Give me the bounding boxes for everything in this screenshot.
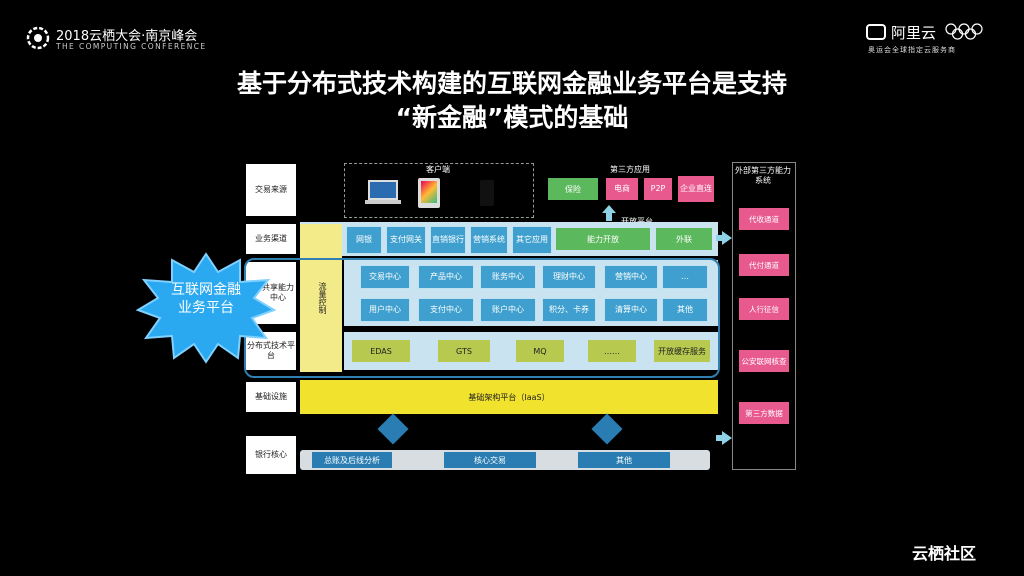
client-label: 客户端 <box>426 165 450 174</box>
channel-ebank[interactable]: 网银 <box>346 226 382 254</box>
brand-tagline: 奥运会全球指定云服务商 <box>868 46 956 54</box>
slide-title-line1: 基于分布式技术构建的互联网金融业务平台是支持 <box>236 69 787 98</box>
arrow-external-stem-2 <box>716 435 722 441</box>
channel-payment-gateway[interactable]: 支付网关 <box>386 226 426 254</box>
center-row1-item-5[interactable]: … <box>662 265 708 289</box>
core-item-trading[interactable]: 核心交易 <box>444 452 536 468</box>
capability-open[interactable]: 能力开放 <box>556 228 650 250</box>
row-label-infra: 基础设施 <box>246 382 296 412</box>
center-row1-item-3[interactable]: 理财中心 <box>542 265 596 289</box>
center-row2-item-4[interactable]: 清算中心 <box>604 298 658 322</box>
third-party-p2p[interactable]: P2P <box>644 178 672 200</box>
tech-more[interactable]: …… <box>588 340 636 362</box>
channel-marketing[interactable]: 营销系统 <box>470 226 508 254</box>
external-credit[interactable]: 人行征信 <box>739 298 789 320</box>
center-row2-item-3[interactable]: 积分、卡券 <box>542 298 596 322</box>
brand-name: 阿里云 <box>891 24 937 42</box>
external-title: 外部第三方能力系统 <box>735 166 791 185</box>
flow-control-label: 流量控制 <box>318 282 327 314</box>
third-party-insurance[interactable]: 保险 <box>548 178 598 200</box>
starburst-text: 互联网金融业务平台 <box>171 282 241 316</box>
olympic-rings-icon <box>944 23 984 45</box>
center-row2-item-5[interactable]: 其他 <box>662 298 708 322</box>
external-police-check[interactable]: 公安联网核查 <box>739 350 789 372</box>
channel-other-apps[interactable]: 其它应用 <box>512 226 552 254</box>
platform-outline <box>244 258 720 378</box>
footer-brand: 云栖社区 <box>912 544 977 563</box>
client-box <box>344 163 534 218</box>
infra-bar: 基础架构平台（IaaS） <box>300 380 718 414</box>
tablet-icon <box>418 178 440 208</box>
aliyun-logo <box>866 24 886 40</box>
center-row2-item-1[interactable]: 支付中心 <box>418 298 474 322</box>
external-link[interactable]: 外联 <box>656 228 712 250</box>
row-label-core: 银行核心 <box>246 436 296 474</box>
event-subtitle: THE COMPUTING CONFERENCE <box>56 42 207 51</box>
open-platform-label: 开放平台 <box>612 217 662 226</box>
phone-icon <box>480 180 494 206</box>
starburst-badge <box>135 252 277 364</box>
tech-cache-service[interactable]: 开放缓存服务 <box>654 340 710 362</box>
laptop-icon <box>365 180 401 206</box>
third-party-enterprise[interactable]: 企业直连 <box>678 176 714 202</box>
external-payout[interactable]: 代付通道 <box>739 254 789 276</box>
center-row2-item-0[interactable]: 用户中心 <box>360 298 410 322</box>
row-label-distributed: 分布式技术平台 <box>246 332 296 370</box>
center-row1-item-2[interactable]: 账务中心 <box>480 265 536 289</box>
tech-edas[interactable]: EDAS <box>352 340 410 362</box>
arrow-external-stem-1 <box>716 235 722 241</box>
center-row1-item-0[interactable]: 交易中心 <box>360 265 410 289</box>
up-arrow-icon <box>602 205 616 213</box>
center-row1-item-4[interactable]: 营销中心 <box>604 265 658 289</box>
third-party-ecommerce[interactable]: 电商 <box>606 178 638 200</box>
flow-control-column <box>300 224 342 372</box>
tech-gts[interactable]: GTS <box>438 340 490 362</box>
core-item-ledger[interactable]: 总账及后线分析 <box>312 452 392 468</box>
third-party-label: 第三方应用 <box>610 165 650 174</box>
cloud-conference-icon <box>26 26 50 50</box>
slide-title-line2: “新金融”模式的基础 <box>395 103 629 132</box>
external-collection[interactable]: 代收通道 <box>739 208 789 230</box>
row-label-source: 交易来源 <box>246 164 296 216</box>
event-title: 2018云栖大会·南京峰会 <box>56 29 198 44</box>
core-item-other[interactable]: 其他 <box>578 452 670 468</box>
center-row2-item-2[interactable]: 账户中心 <box>480 298 536 322</box>
tech-mq[interactable]: MQ <box>516 340 564 362</box>
event-logo <box>26 26 50 50</box>
up-arrow-stem <box>606 213 612 221</box>
external-data[interactable]: 第三方数据 <box>739 402 789 424</box>
center-row1-item-1[interactable]: 产品中心 <box>418 265 474 289</box>
arrow-right-icon <box>722 431 732 445</box>
channel-direct-bank[interactable]: 直销银行 <box>430 226 466 254</box>
row-label-channel: 业务渠道 <box>246 224 296 254</box>
arrow-right-icon <box>722 231 732 245</box>
